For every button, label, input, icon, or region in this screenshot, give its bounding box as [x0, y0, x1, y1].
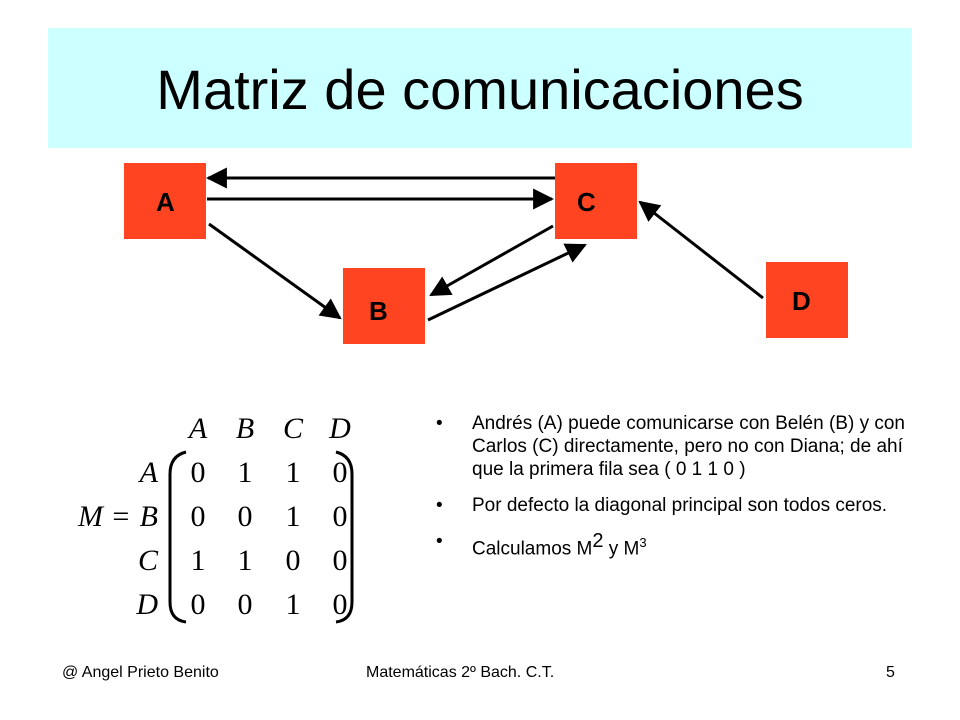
node-b-label: B — [369, 296, 388, 326]
matrix-col-header: C — [282, 412, 303, 445]
matrix-cell: 0 — [332, 500, 348, 533]
matrix-cell: 0 — [190, 588, 206, 621]
matrix-cell: 1 — [237, 456, 253, 489]
matrix-cell: 1 — [190, 544, 206, 577]
matrix-cell: 1 — [285, 456, 301, 489]
footer-author: @ Angel Prieto Benito — [62, 664, 219, 681]
bullet-text: y M — [603, 538, 640, 560]
arrow-d-to-c — [638, 200, 764, 300]
bullet-text: Por defecto la diagonal principal son to… — [472, 495, 888, 516]
adjacency-matrix: A B C D A M = B C D 0 1 1 0 0 0 1 0 1 1 … — [70, 408, 370, 628]
matrix-cell: 0 — [237, 500, 253, 533]
matrix-row-label: C — [137, 544, 158, 577]
arrow-a-to-b — [208, 222, 342, 320]
matrix-row-label: D — [136, 588, 158, 621]
slide-title: Matriz de comunicaciones — [156, 58, 804, 121]
matrix-cell: 0 — [332, 544, 348, 577]
matrix-cell: 0 — [332, 456, 348, 489]
node-c: C — [555, 163, 637, 239]
exponent: 3 — [639, 535, 647, 550]
bullet-item: Calculamos M2 y M3 — [436, 530, 916, 560]
arrow-b-to-c — [427, 243, 587, 322]
node-d: D — [766, 262, 848, 338]
exponent: 2 — [592, 530, 604, 552]
bullet-item: Andrés (A) puede comunicarse con Belén (… — [436, 412, 916, 481]
matrix-cell: 1 — [237, 544, 253, 577]
bullet-item: Por defecto la diagonal principal son to… — [436, 494, 916, 517]
footer-page-number: 5 — [886, 664, 895, 681]
matrix-row-label: B — [139, 500, 158, 533]
matrix-cell: 0 — [285, 544, 301, 577]
arrow-c-to-b — [429, 224, 554, 297]
matrix-cell: 0 — [190, 456, 206, 489]
node-a: A — [124, 163, 206, 239]
matrix-cell: 0 — [237, 588, 253, 621]
bullet-list: Andrés (A) puede comunicarse con Belén (… — [436, 412, 916, 573]
matrix-cell: 1 — [285, 588, 301, 621]
matrix-brackets — [168, 450, 354, 624]
node-a-label: A — [156, 187, 175, 217]
matrix-name: M = — [78, 500, 131, 533]
matrix-row-label: A — [139, 456, 158, 489]
matrix-cell: 0 — [332, 588, 348, 621]
bullet-text: Andrés (A) puede comunicarse con Belén (… — [472, 413, 905, 480]
title-band: Matriz de comunicaciones — [48, 28, 912, 148]
node-b: B — [343, 268, 425, 344]
matrix-col-header: B — [235, 412, 255, 445]
node-d-label: D — [792, 286, 811, 316]
matrix-col-header: A — [188, 412, 208, 445]
node-c-label: C — [577, 187, 596, 217]
matrix-cell: 1 — [285, 500, 301, 533]
footer-course: Matemáticas 2º Bach. C.T. — [366, 664, 555, 681]
bullet-text: Calculamos M — [472, 538, 593, 560]
matrix-cell: 0 — [190, 500, 206, 533]
matrix-col-header: D — [329, 412, 351, 445]
